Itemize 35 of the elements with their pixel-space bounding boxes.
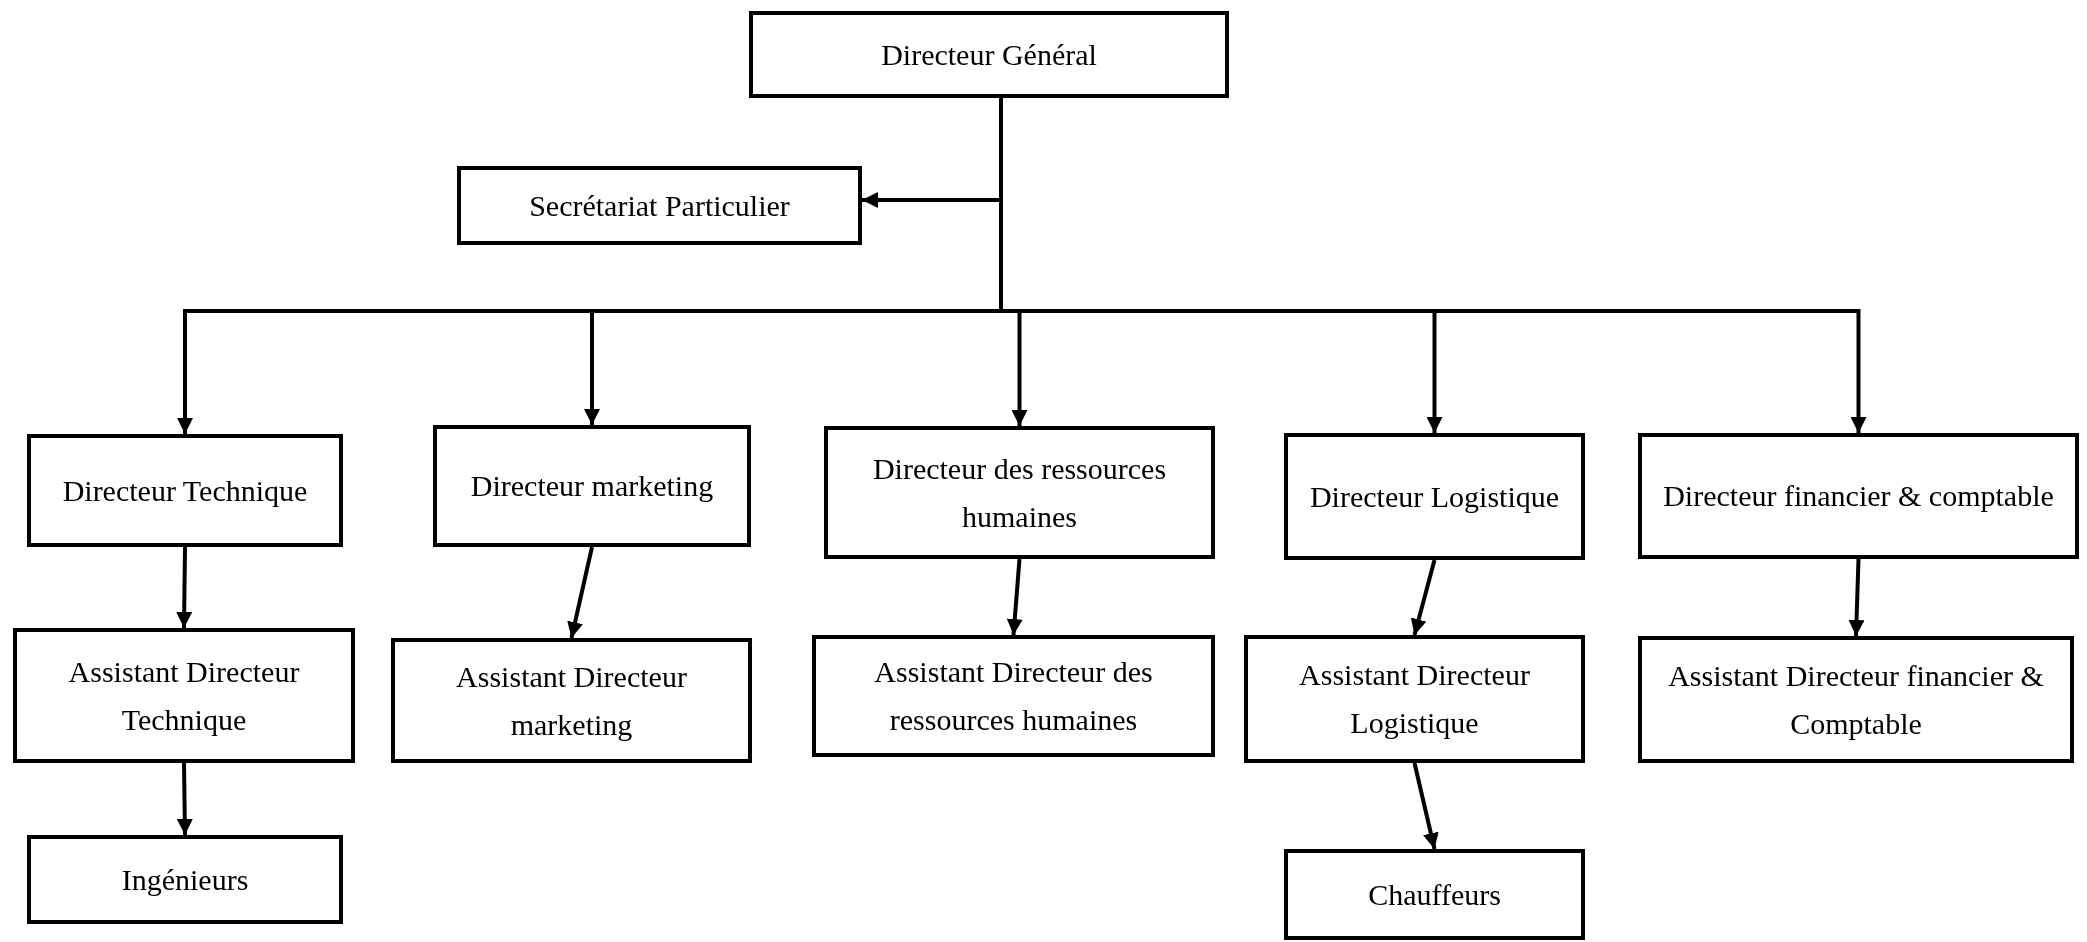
arrow	[176, 762, 193, 836]
org-box	[1244, 635, 1585, 763]
org-box	[749, 11, 1229, 98]
org-box	[1284, 433, 1585, 560]
arrow	[176, 546, 193, 629]
box-label: Secrétariat Particulier	[529, 187, 790, 224]
org-box	[391, 638, 752, 763]
box-label: Directeur Logistique	[1309, 478, 1560, 515]
org-box	[1284, 849, 1585, 940]
org-box	[27, 835, 343, 924]
org-box	[824, 426, 1215, 559]
box-label: Directeur financier & comptable	[1663, 478, 2054, 514]
org-box	[27, 434, 343, 547]
arrow	[1848, 558, 1865, 637]
box-label: Assistant Directeur Logistique	[1298, 657, 1531, 741]
org-box	[1638, 636, 2074, 763]
arrow	[1412, 762, 1439, 850]
box-label: Directeur des ressources humaines	[871, 450, 1168, 535]
box-label: Assistant Directeur des ressources humaines	[873, 654, 1154, 738]
org-box	[457, 166, 862, 245]
box-label: Assistant Directeur marketing	[455, 658, 688, 743]
box-label: Chauffeurs	[1368, 876, 1501, 913]
arrow	[567, 546, 594, 639]
box-label: Directeur Général	[881, 36, 1097, 73]
box-label: Ingénieurs	[121, 861, 249, 898]
box-label: Assistant Directeur financier & Comptable	[1667, 657, 2045, 742]
org-box	[433, 425, 751, 547]
arrow	[1410, 559, 1437, 636]
org-box	[13, 628, 355, 763]
org-box	[1638, 433, 2079, 559]
org-box	[812, 635, 1215, 757]
box-label: Directeur marketing	[470, 468, 714, 504]
box-label: Directeur Technique	[62, 472, 308, 509]
box-label: Assistant Directeur Technique	[67, 653, 301, 738]
arrow	[1006, 558, 1023, 636]
